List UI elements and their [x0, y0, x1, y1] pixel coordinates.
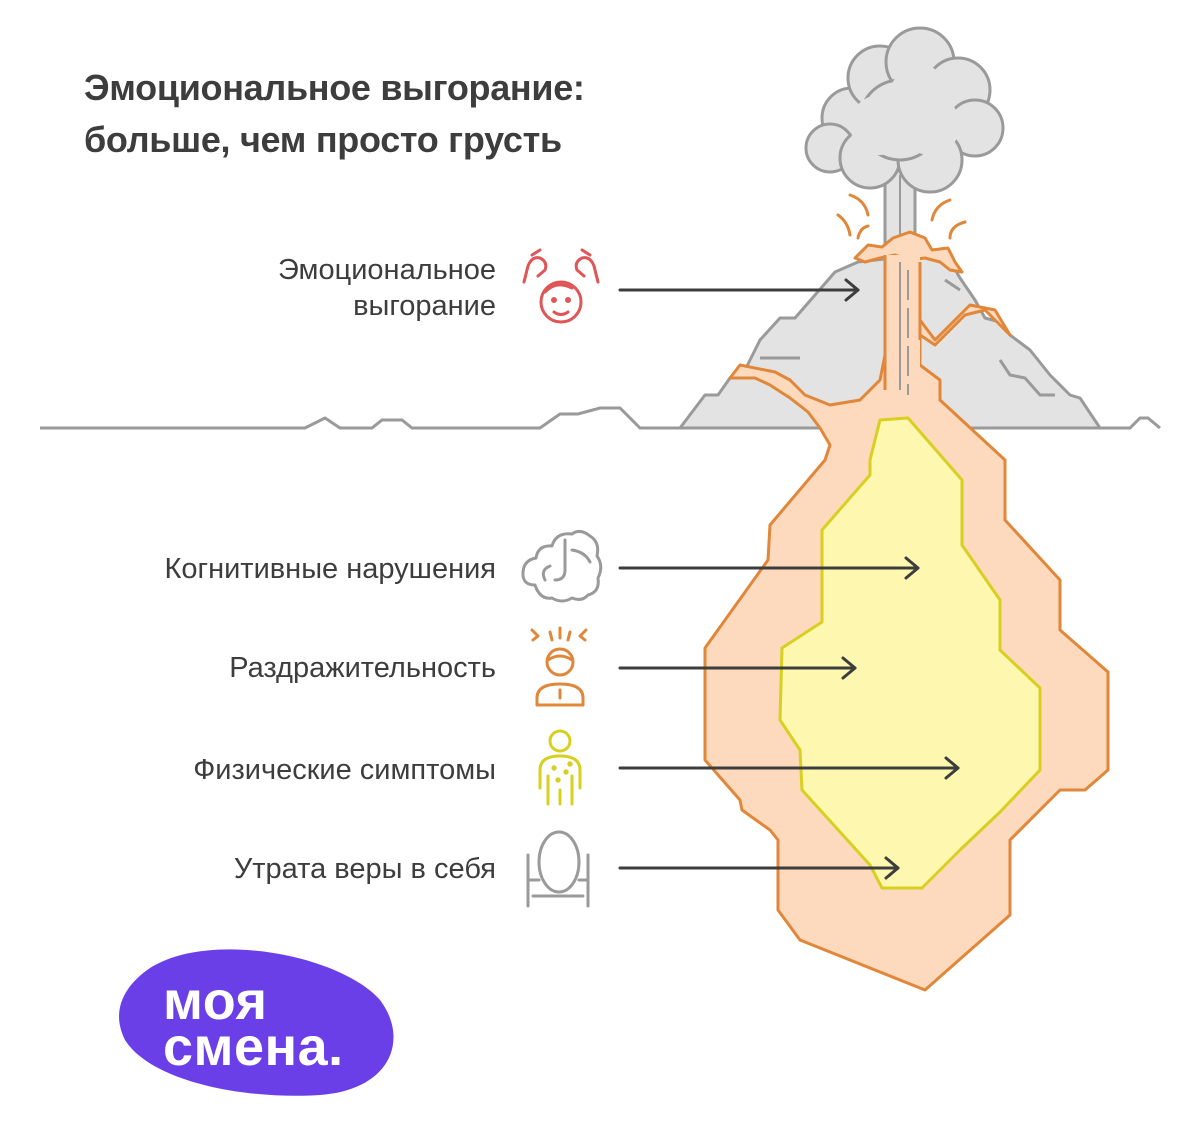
logo-badge: [119, 949, 394, 1096]
ground-line: [40, 406, 1161, 430]
logo-line-1: моя: [163, 971, 268, 1031]
page-title: Эмоциональное выгорание: больше, чем про…: [84, 67, 585, 160]
layer-label-cognitive: Когнитивные нарушения: [164, 553, 496, 585]
arrows: [618, 278, 960, 880]
mirror-icon: [526, 830, 590, 908]
lava-splash: [836, 193, 967, 240]
logo-line-2: смена.: [163, 1017, 344, 1077]
layer-label-irritability: Раздражительность: [229, 652, 496, 684]
brain-icon: [521, 529, 603, 603]
sick-person-icon: [538, 729, 582, 806]
logo-text: моя смена.: [163, 971, 344, 1077]
layer-label-emotional-burnout: Эмоциональное выгорание: [278, 254, 496, 322]
layer-label-self-confidence: Утрата веры в себя: [233, 853, 496, 885]
layer-label-physical: Физические симптомы: [193, 754, 496, 786]
cone-detail: [944, 278, 961, 292]
stressed-face-icon: [522, 248, 600, 324]
cone-detail: [998, 359, 1055, 397]
magma-chamber-inner: [778, 416, 1042, 890]
irritated-person-icon: [530, 626, 588, 707]
